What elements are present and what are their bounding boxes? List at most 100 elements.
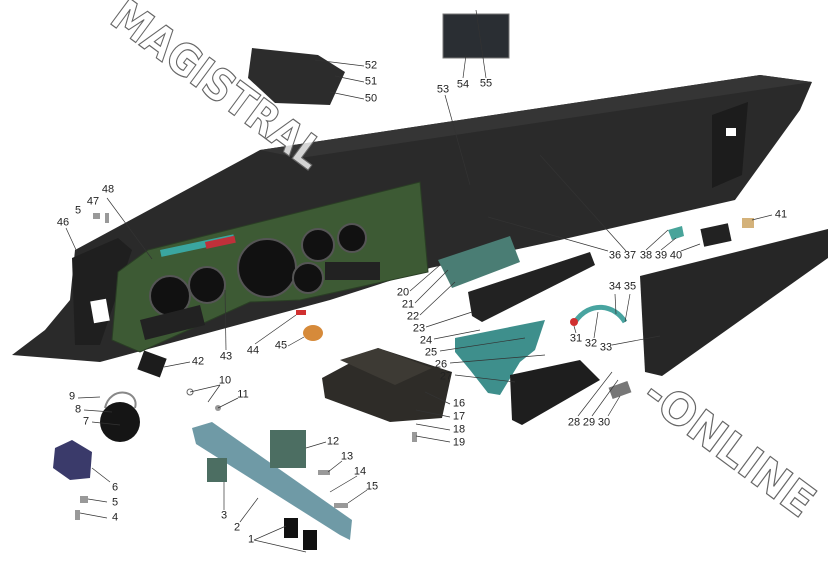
callout-55: 55 — [479, 77, 493, 90]
part-39-clip — [668, 226, 684, 240]
part-31-knob — [570, 318, 578, 326]
dashboard-left-end — [72, 238, 132, 345]
callout-10: 10 — [218, 374, 232, 387]
part-16-top — [340, 348, 432, 385]
part-1-relay-b — [303, 530, 317, 550]
dashboard-top-edge — [260, 75, 812, 158]
part-6-relay — [53, 440, 92, 480]
callout-35: 35 — [623, 280, 637, 293]
gauge-5 — [292, 262, 324, 294]
callout-5: 5 — [111, 496, 119, 509]
callout-18: 18 — [452, 423, 466, 436]
callout-47: 47 — [86, 195, 100, 208]
callout-41: 41 — [774, 208, 788, 221]
part-3-block — [207, 458, 227, 482]
part-41-spring — [742, 218, 754, 228]
callout-45: 45 — [274, 339, 288, 352]
callout-37: 37 — [623, 249, 637, 262]
callout-46: 46 — [56, 216, 70, 229]
watermark-part-2: -ONLINE — [633, 368, 824, 528]
callout-43: 43 — [219, 350, 233, 363]
callout-16: 16 — [452, 397, 466, 410]
gauge-3 — [301, 228, 335, 262]
gauge-2 — [188, 266, 226, 304]
callout-12: 12 — [326, 435, 340, 448]
part-44-red-lens — [296, 310, 306, 315]
switch-block — [325, 262, 380, 280]
panel-lower-slot — [140, 305, 205, 340]
dashboard-vent-left — [90, 298, 110, 324]
callout-25: 25 — [424, 346, 438, 359]
callout-21: 21 — [401, 298, 415, 311]
callout-28: 28 — [567, 416, 581, 429]
part-23-panel — [468, 252, 595, 322]
part-4-bolt — [75, 510, 80, 520]
callout-44: 44 — [246, 344, 260, 357]
part-15-bolt — [334, 503, 348, 508]
part-52-block — [248, 48, 345, 105]
dashboard-right-end — [712, 102, 748, 188]
callout-42: 42 — [191, 355, 205, 368]
part-33-lid — [640, 229, 828, 376]
leader-lines — [65, 9, 773, 553]
callout-3: 3 — [220, 509, 228, 522]
callout-26: 26 — [434, 358, 448, 371]
callout-32: 32 — [584, 337, 598, 350]
callout-52: 52 — [364, 59, 378, 72]
callout-31: 31 — [569, 332, 583, 345]
callout-40: 40 — [669, 249, 683, 262]
part-47-screw — [105, 213, 109, 223]
part-42-switch — [137, 350, 167, 378]
part-1-relay-a — [284, 518, 298, 538]
callout-11: 11 — [237, 388, 249, 401]
callout-38: 38 — [639, 249, 653, 262]
callout-29: 29 — [582, 416, 596, 429]
callout-30: 30 — [597, 416, 611, 429]
callout-1: 1 — [247, 533, 255, 546]
part-40-latch — [700, 223, 732, 247]
part-27-box — [510, 360, 600, 425]
callout-14: 14 — [353, 465, 367, 478]
callout-6: 6 — [111, 481, 119, 494]
part-24-bracket — [455, 320, 545, 395]
callout-15: 15 — [365, 480, 379, 493]
callout-48: 48 — [101, 183, 115, 196]
callout-9: 9 — [68, 390, 76, 403]
callout-13: 13 — [340, 450, 354, 463]
callout-7: 7 — [82, 415, 90, 428]
callout-8: 8 — [74, 403, 82, 416]
callout-36: 36 — [608, 249, 622, 262]
part-10-washer — [186, 388, 194, 396]
gauge-speedometer — [237, 238, 297, 298]
part-2-bracket — [192, 422, 352, 540]
part-45-orange-lens — [303, 325, 323, 341]
callout-2: 2 — [233, 521, 241, 534]
callout-4: 4 — [111, 511, 119, 524]
callout-20: 20 — [396, 286, 410, 299]
callout-54: 54 — [456, 78, 470, 91]
callout-50: 50 — [364, 92, 378, 105]
part-5-nut-upper — [93, 213, 100, 219]
dashboard-vent-right — [726, 128, 736, 136]
part-30-hinge — [608, 380, 632, 400]
part-20-box — [438, 236, 520, 288]
callout-24: 24 — [419, 334, 433, 347]
callout-51: 51 — [364, 75, 378, 88]
callout-5-upper: 5 — [74, 204, 82, 217]
callout-34: 34 — [608, 280, 622, 293]
part-19-bolt — [412, 432, 417, 442]
callout-53: 53 — [436, 83, 450, 96]
part-13-bolt — [318, 470, 330, 475]
callout-39: 39 — [654, 249, 668, 262]
callout-22: 22 — [406, 310, 420, 323]
callout-33: 33 — [599, 341, 613, 354]
callout-23: 23 — [412, 322, 426, 335]
part-32-handle — [572, 304, 628, 324]
callout-17: 17 — [452, 410, 466, 423]
gauge-4 — [337, 223, 367, 253]
part-5-nut — [80, 496, 88, 503]
callout-27: 27 — [439, 370, 453, 383]
part-12-box — [270, 430, 306, 468]
